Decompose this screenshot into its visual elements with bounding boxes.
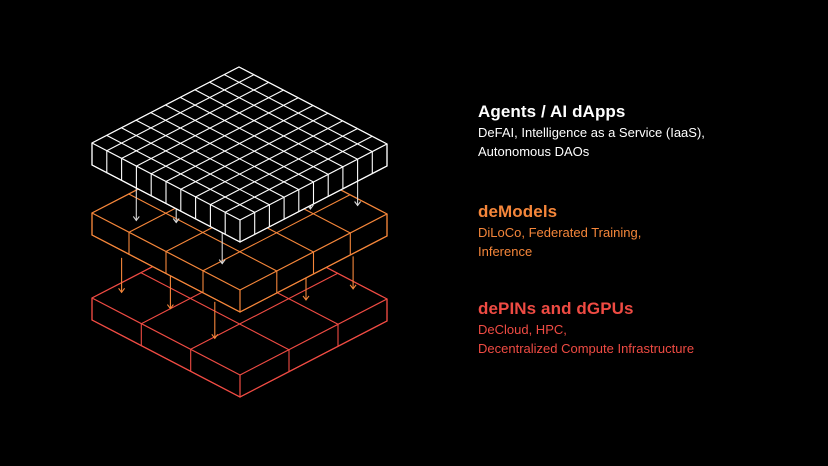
top-slab-agents xyxy=(91,66,388,243)
arrow-head xyxy=(302,295,310,301)
layer-title-depins: dePINs and dGPUs xyxy=(478,299,634,318)
top-slab-grid-line xyxy=(195,120,344,198)
top-slab-grid-line xyxy=(224,135,373,213)
arrow-head xyxy=(132,216,140,222)
top-slab-grid-line xyxy=(164,104,315,183)
top-slab-grid-line xyxy=(209,128,358,206)
layer-desc-demodels-line-2: Inference xyxy=(478,244,533,259)
top-slab-grid-line xyxy=(209,81,359,160)
layer-desc-agents-line-1: DeFAI, Intelligence as a Service (IaaS), xyxy=(478,125,705,140)
layer-desc-demodels-line-1: DiLoCo, Federated Training, xyxy=(478,225,642,240)
layer-label-agents: Agents / AI dApps DeFAI, Intelligence as… xyxy=(478,101,818,161)
arrow-head xyxy=(172,218,180,224)
bottom-slab-edge xyxy=(91,319,241,398)
top-slab-grid-line xyxy=(223,74,373,153)
arrow-head xyxy=(166,304,174,310)
layer-title-agents: Agents / AI dApps xyxy=(478,102,626,121)
arrow-head xyxy=(354,201,362,207)
layer-desc-depins-line-2: Decentralized Compute Infrastructure xyxy=(478,341,695,356)
middle-slab-grid-line xyxy=(202,194,351,272)
top-slab-grid-line xyxy=(179,96,329,175)
top-slab-grid-line xyxy=(180,112,329,190)
top-slab-grid-line xyxy=(194,89,344,168)
arrow-head xyxy=(349,284,357,290)
layer-label-demodels: deModels DiLoCo, Federated Training, Inf… xyxy=(478,201,818,261)
layer-label-depins: dePINs and dGPUs DeCloud, HPC, Decentral… xyxy=(478,298,818,358)
arrow-head xyxy=(211,333,219,340)
arrow-head xyxy=(118,287,126,294)
layer-desc-depins-line-1: DeCloud, HPC, xyxy=(478,322,567,337)
arrow-head xyxy=(218,259,226,265)
layer-desc-agents-line-2: Autonomous DAOs xyxy=(478,144,590,159)
layer-title-demodels: deModels xyxy=(478,202,558,221)
bottom-slab-edge xyxy=(239,320,388,398)
